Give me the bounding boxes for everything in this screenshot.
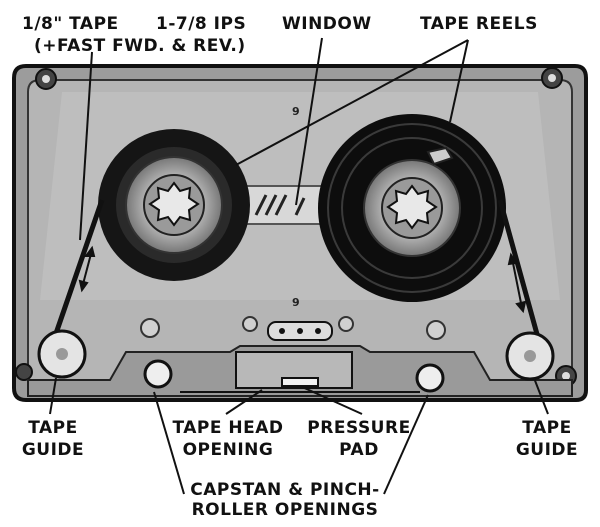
tape-guide-left — [37, 329, 87, 379]
label-tape-guide-right-line2: GUIDE — [515, 440, 579, 460]
leader-lines — [49, 37, 549, 495]
label-capstan-line1: CAPSTAN & PINCH- — [190, 480, 380, 500]
label-tape-guide-left-line1: TAPE — [28, 418, 78, 438]
mold-number-bottom: 9 — [292, 296, 300, 309]
capstan-opening-right — [415, 363, 445, 393]
label-tape-reels: TAPE REELS — [420, 14, 538, 34]
tape-path-left — [49, 199, 105, 346]
label-tape-head-opening-line2: OPENING — [182, 440, 274, 460]
window — [239, 185, 333, 225]
screw-top-left — [35, 68, 57, 90]
screw-top-right — [541, 67, 563, 89]
label-tape-guide-right-line1: TAPE — [522, 418, 572, 438]
label-pressure-pad-line1: PRESSURE — [307, 418, 411, 438]
tape-guide-right — [505, 331, 555, 381]
label-tape-guide-left-line2: GUIDE — [21, 440, 85, 460]
label-capstan-line2: ROLLER OPENINGS — [191, 500, 379, 520]
tape-path-right — [497, 199, 543, 346]
pressure-pad — [281, 377, 319, 387]
label-speed: 1-7/8 IPS — [156, 14, 247, 34]
label-fast-fwd-rev: (+FAST FWD. & REV.) — [34, 36, 246, 56]
screw-bottom-left — [15, 363, 33, 381]
mold-number-top: 9 — [292, 105, 300, 118]
tape-reel-left — [98, 129, 250, 281]
tape-reel-right — [318, 114, 506, 302]
label-tape-head-opening-line1: TAPE HEAD — [172, 418, 284, 438]
capstan-opening-left — [143, 359, 173, 389]
label-pressure-pad-line2: PAD — [339, 440, 379, 460]
label-tape-width: 1/8" TAPE — [22, 14, 119, 34]
label-window: WINDOW — [282, 14, 372, 34]
